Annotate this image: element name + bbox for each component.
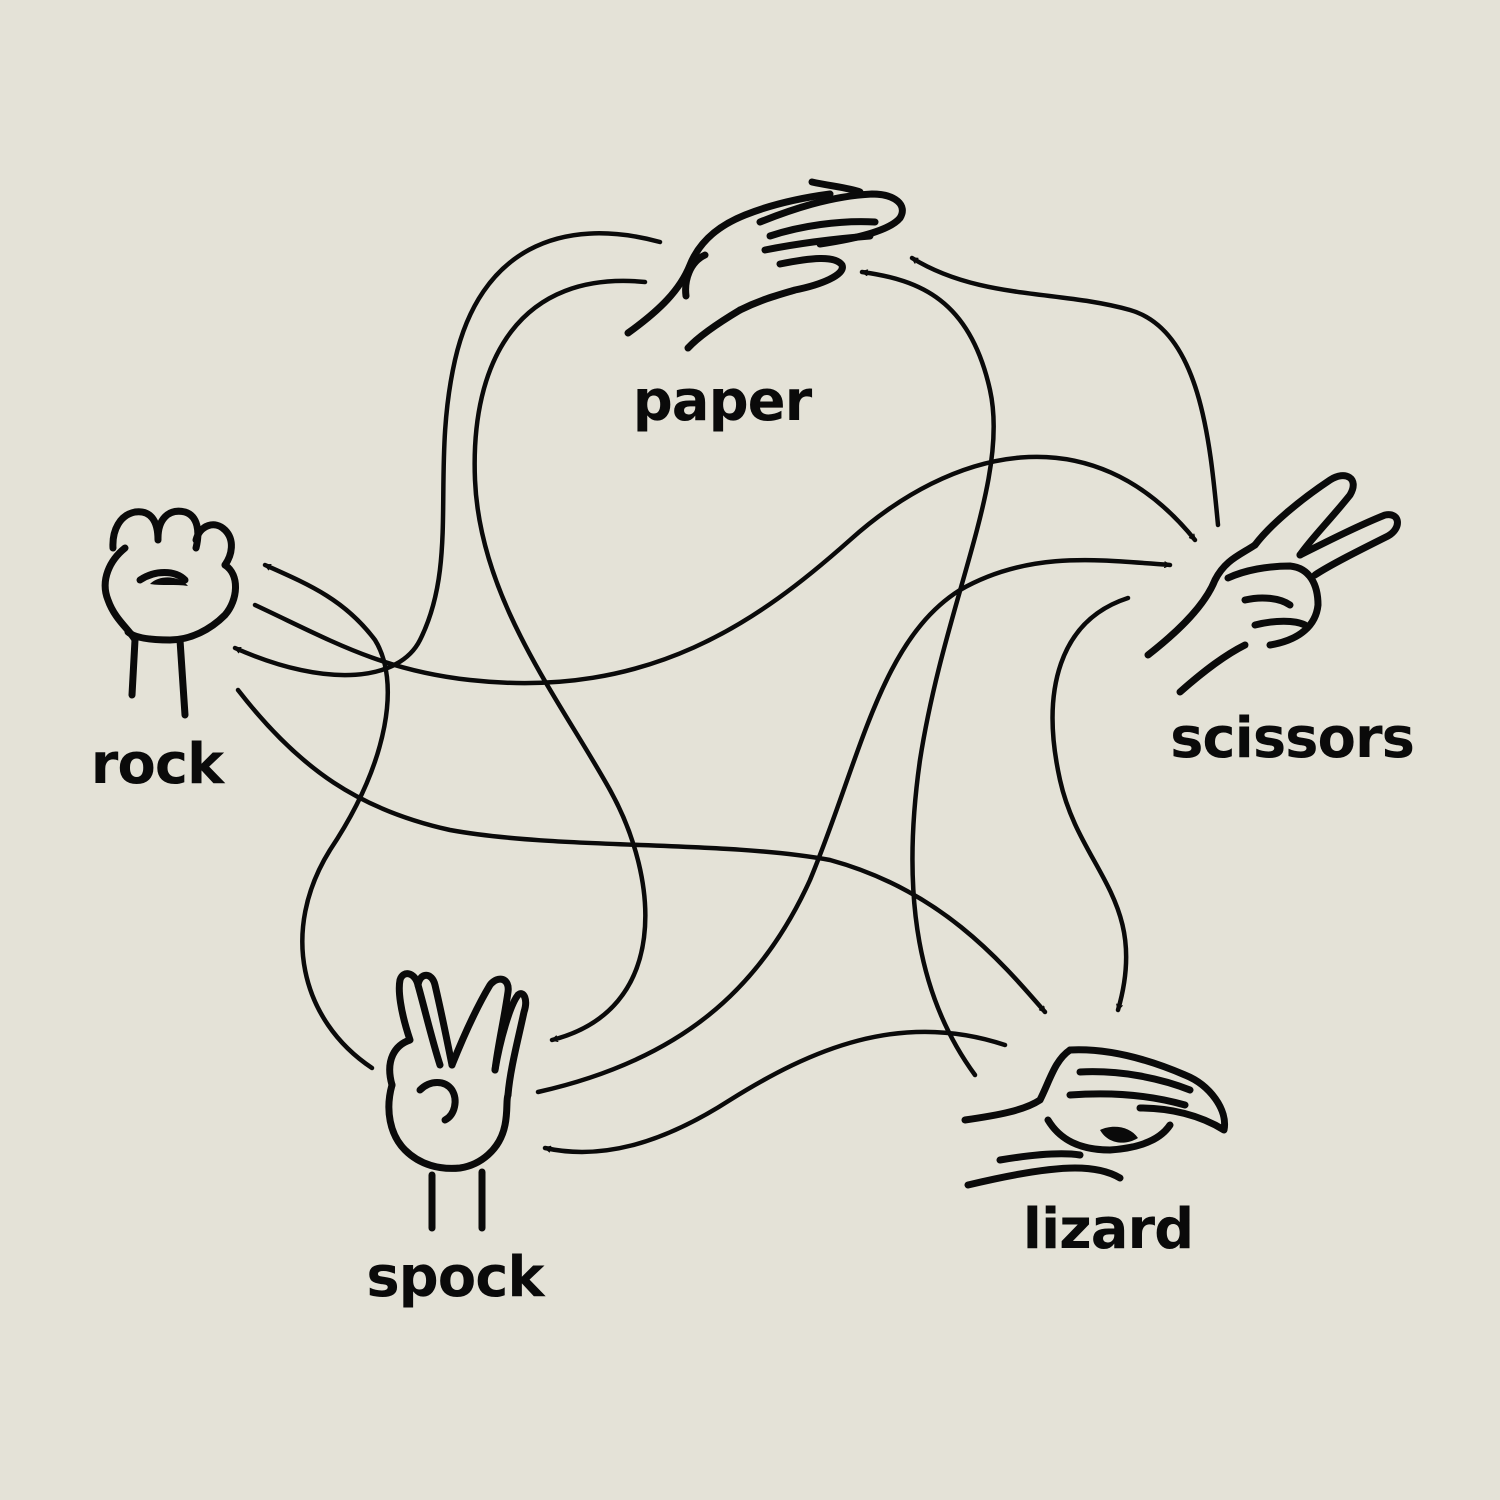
arrow-paper-spock [472,278,648,1043]
label-paper: paper [633,369,813,434]
arrow-spock-rock [262,562,390,1071]
arrow-paper-rock [232,231,663,678]
arrow-spock-scissors [535,557,1173,1095]
lizard-hand-icon [961,1046,1229,1189]
paper-hand-icon [624,178,906,352]
arrows [232,231,1221,1155]
label-rock: rock [91,732,226,797]
arrow-rock-scissors [252,454,1198,686]
rock-fist-icon [101,507,239,719]
label-lizard: lizard [1023,1197,1193,1262]
arrow-paper-scissors [909,255,1221,528]
arrow-lizard-paper [859,269,996,1078]
spock-hand-icon [385,970,530,1232]
arrow-lizard-spock [542,1029,1008,1155]
arrow-rock-lizard [235,687,1048,1015]
arrow-scissors-lizard [1050,595,1131,1013]
scissors-hand-icon [1144,472,1401,696]
label-spock: spock [366,1245,546,1310]
label-scissors: scissors [1170,706,1414,771]
